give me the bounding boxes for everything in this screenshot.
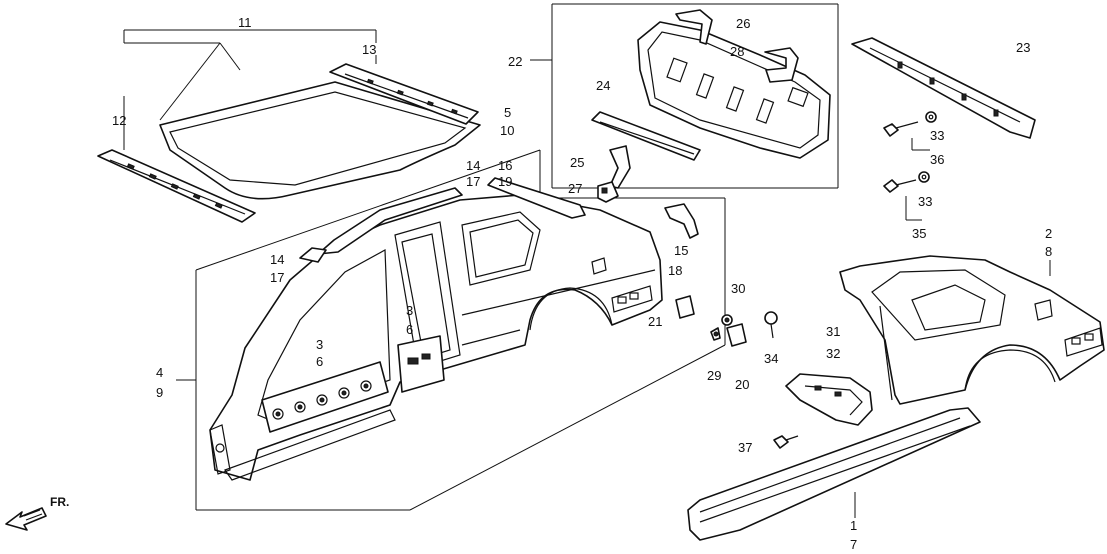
bracket-15 [664, 203, 699, 239]
callout-32: 32 [826, 346, 840, 361]
callout-17-upper: 17 [466, 174, 480, 189]
callout-28: 28 [730, 44, 744, 59]
callout-35: 35 [912, 226, 926, 241]
bolt-37-icon [773, 435, 799, 449]
callout-11: 11 [238, 15, 252, 30]
callout-22: 22 [508, 54, 522, 69]
callout-3-front: 3 [316, 337, 323, 352]
callout-7: 7 [850, 537, 857, 552]
callout-17-lower: 17 [270, 270, 284, 285]
small-parts [664, 203, 873, 449]
rear-bracket-27 [597, 181, 619, 203]
callout-9: 9 [156, 385, 163, 400]
center-pillar-reinforcement [397, 335, 445, 393]
callout-5: 5 [504, 105, 511, 120]
callout-6-center: 6 [406, 322, 413, 337]
callout-21: 21 [648, 314, 662, 329]
callout-10: 10 [500, 123, 514, 138]
callout-31: 31 [826, 324, 840, 339]
front-pillar-upper-piece [299, 247, 327, 263]
callout-30: 30 [731, 281, 745, 296]
callout-34: 34 [764, 351, 778, 366]
callout-20: 20 [735, 377, 749, 392]
rear-panel-bracket-28 [764, 47, 799, 83]
callout-16: 16 [498, 158, 512, 173]
callout-33-lower: 33 [918, 194, 932, 209]
callout-18: 18 [668, 263, 682, 278]
callout-25: 25 [570, 155, 584, 170]
rear-crossmember-24 [591, 111, 701, 161]
callout-12: 12 [112, 113, 126, 128]
bracket-21 [675, 295, 695, 319]
inner-sill-reinforcement [261, 361, 389, 433]
callout-36: 36 [930, 152, 944, 167]
bolt-34-icon [764, 311, 778, 339]
callout-labels: 11 13 12 5 10 14 17 16 19 14 17 22 26 28… [112, 15, 1052, 552]
roof-rear-rail [329, 63, 479, 125]
front-label: FR. [50, 495, 69, 509]
callout-8: 8 [1045, 244, 1052, 259]
front-indicator: FR. [5, 495, 69, 531]
rear-panel-group [530, 3, 839, 203]
callout-37: 37 [738, 440, 752, 455]
callout-15: 15 [674, 243, 688, 258]
fastener-group-36 [883, 111, 937, 151]
callout-14-upper: 14 [466, 158, 480, 173]
rear-quarter-panel [839, 255, 1105, 405]
callout-19: 19 [498, 174, 512, 189]
plate-20 [726, 323, 747, 347]
rear-upper-rail-23 [851, 37, 1036, 139]
rear-bracket-25 [609, 145, 631, 189]
outer-side-panel-group [176, 149, 726, 511]
callout-2: 2 [1045, 226, 1052, 241]
callout-33-upper: 33 [930, 128, 944, 143]
bolt-icon [883, 179, 899, 193]
callout-26: 26 [736, 16, 750, 31]
callout-14-lower: 14 [270, 252, 284, 267]
callout-4: 4 [156, 365, 163, 380]
callout-13: 13 [362, 42, 376, 57]
fastener-group-35 [883, 171, 930, 221]
a-pillar-upper-rail [317, 187, 463, 255]
rear-panel-bracket-26 [675, 9, 713, 45]
callout-6-front: 6 [316, 354, 323, 369]
side-sill-panel [687, 407, 981, 541]
roof-group [97, 29, 481, 223]
bolt-icon [883, 123, 899, 137]
callout-27: 27 [568, 181, 582, 196]
roof-side-rail [487, 177, 586, 219]
callout-24: 24 [596, 78, 610, 93]
roof-panel [159, 81, 481, 200]
callout-29: 29 [707, 368, 721, 383]
roof-front-rail [97, 149, 256, 223]
callout-3-center: 3 [406, 303, 413, 318]
callout-23: 23 [1016, 40, 1030, 55]
arrow-front-icon [5, 507, 47, 531]
callout-1: 1 [850, 518, 857, 533]
